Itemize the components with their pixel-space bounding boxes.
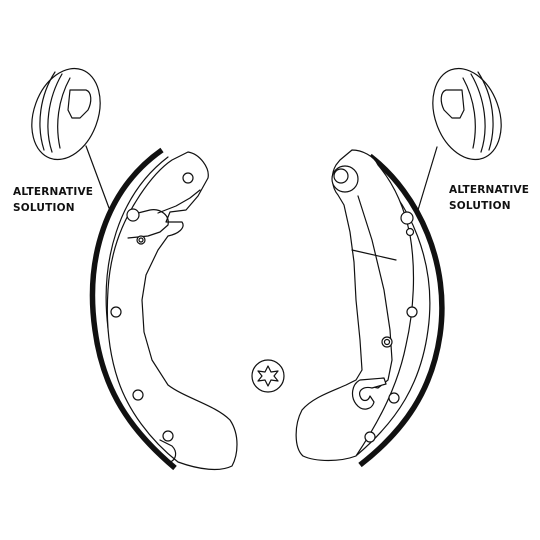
left-magnifier-clip xyxy=(67,89,92,119)
right-shoe-hole-bottom xyxy=(364,431,376,443)
left-detail-magnifier-icon xyxy=(31,67,101,161)
left-shoe-pin-inner xyxy=(138,237,144,243)
left-shoe-lining xyxy=(89,147,177,471)
right-shoe-hole-middle xyxy=(406,306,418,318)
left-shoe-inner-edge xyxy=(127,209,169,239)
left-shoe-hole-bottom xyxy=(162,430,174,442)
right-shoe-pivot xyxy=(381,336,393,348)
right-shoe-boss-inner xyxy=(333,168,349,184)
left-shoe-hole-top xyxy=(182,172,194,184)
right-brake-shoe xyxy=(295,146,445,468)
right-shoe-lever-edge xyxy=(351,249,397,261)
left-shoe-hole-upper xyxy=(126,208,140,222)
right-magnifier-clip xyxy=(440,89,465,119)
right-shoe-hook xyxy=(351,377,387,410)
left-magnifier-arc-inner2 xyxy=(57,77,71,149)
left-magnifier-arc-outer xyxy=(39,71,56,151)
left-shoe-web xyxy=(106,151,238,471)
right-shoe-lining xyxy=(358,153,445,468)
torx-screw-icon xyxy=(251,359,285,393)
torx-screw-head xyxy=(251,359,285,393)
left-shoe-hole-lower xyxy=(132,389,144,401)
left-shoe-hole-middle xyxy=(110,306,122,318)
right-shoe-hole-upper xyxy=(400,211,414,225)
torx-screw-star xyxy=(257,365,279,387)
right-callout-label: ALTERNATIVE SOLUTION xyxy=(449,182,529,214)
left-shoe-pin xyxy=(136,235,146,245)
right-shoe-pivot-inner xyxy=(383,338,391,346)
left-callout-line2: SOLUTION xyxy=(13,202,75,214)
right-callout-leader xyxy=(417,146,438,211)
left-brake-shoe xyxy=(85,145,238,471)
right-magnifier-arc-inner xyxy=(470,73,486,153)
left-callout-label: ALTERNATIVE SOLUTION xyxy=(13,184,93,216)
right-callout-line1: ALTERNATIVE xyxy=(449,184,530,196)
left-callout-line1: ALTERNATIVE xyxy=(13,186,94,198)
right-callout-line2: SOLUTION xyxy=(449,200,511,212)
left-magnifier-arc-inner xyxy=(47,73,63,153)
right-shoe-hole-lower xyxy=(388,392,400,404)
right-shoe-boss xyxy=(331,165,359,193)
left-callout-leader xyxy=(85,145,110,209)
right-magnifier-arc-outer xyxy=(477,71,494,151)
right-shoe-hole-small xyxy=(405,227,415,237)
right-detail-magnifier-icon xyxy=(432,67,502,161)
left-shoe-bottom-tab xyxy=(159,439,177,463)
right-magnifier-arc-inner2 xyxy=(462,77,476,149)
left-shoe-slot xyxy=(157,189,201,214)
left-magnifier-rim xyxy=(31,67,101,161)
